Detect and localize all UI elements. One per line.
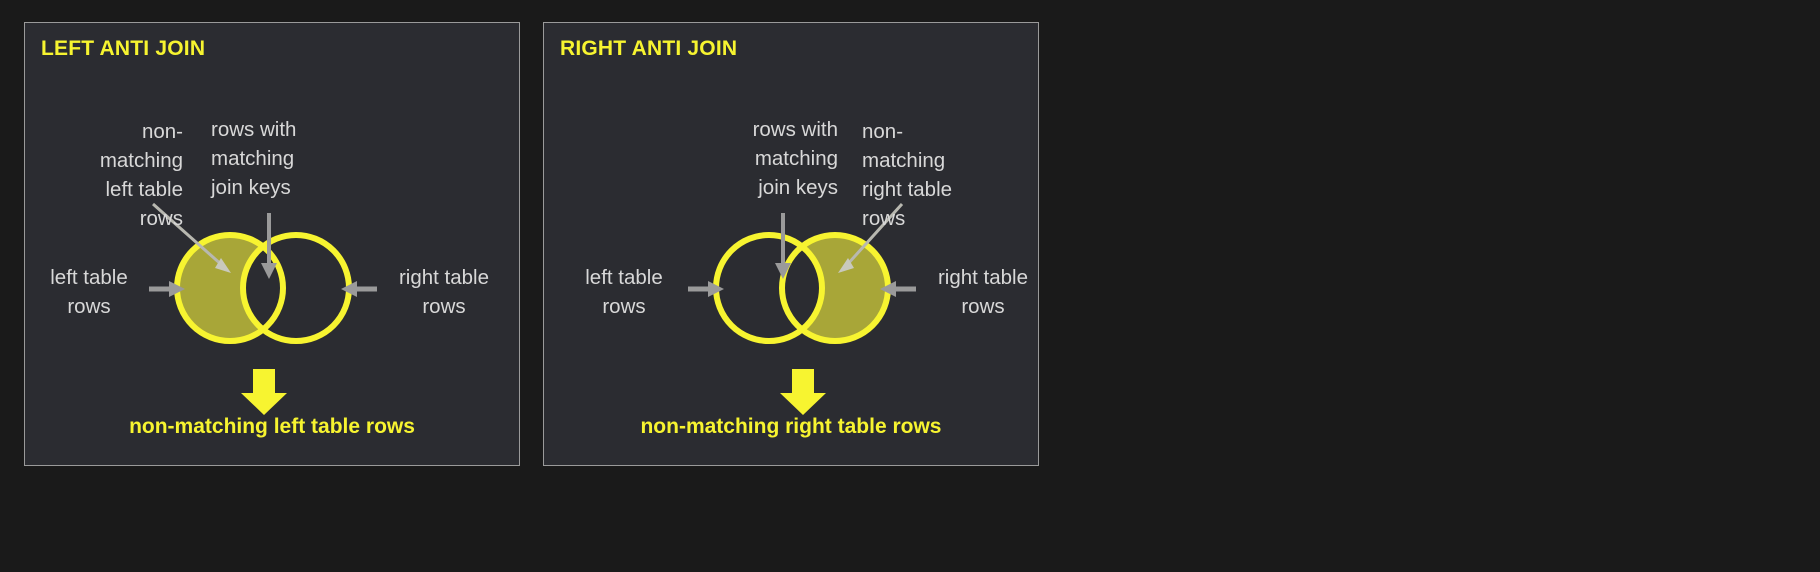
venn-diagram-right [544, 23, 1038, 465]
pointer-matching-join-keys [775, 213, 791, 279]
panel-right-anti-join: RIGHT ANTI JOIN [543, 22, 1039, 466]
annotation-matching-join-keys: rows with matching join keys [211, 118, 297, 200]
annotation-right-table-rows: right table rows [398, 266, 490, 319]
panel-left-anti-join: LEFT ANTI JOIN [24, 22, 520, 466]
annotation-right-table-rows: right table rows [937, 266, 1029, 319]
annotation-non-matching-left-rows: non- matching left table rows [99, 120, 183, 231]
annotation-matching-join-keys: rows with matching join keys [752, 118, 838, 200]
panel-caption: non-matching left table rows [129, 415, 415, 438]
panel-title: LEFT ANTI JOIN [41, 37, 206, 60]
annotation-left-table-rows: left table rows [585, 266, 663, 319]
pointer-right-table-rows [880, 281, 916, 297]
panel-caption: non-matching right table rows [640, 415, 942, 438]
pointer-left-table-rows [149, 281, 185, 297]
annotation-non-matching-right-rows: non- matching right table rows [862, 120, 953, 231]
pointer-left-table-rows [688, 281, 724, 297]
result-down-arrow [780, 369, 826, 415]
pointer-matching-join-keys [261, 213, 277, 279]
panel-title: RIGHT ANTI JOIN [560, 37, 738, 60]
venn-region-left-only [177, 235, 283, 341]
result-down-arrow [241, 369, 287, 415]
pointer-non-matching-left-rows [152, 202, 231, 273]
annotation-left-table-rows: left table rows [50, 266, 128, 319]
pointer-non-matching-right-rows [838, 202, 904, 273]
venn-diagram-left [25, 23, 519, 465]
venn-svg [688, 202, 916, 415]
venn-svg [149, 202, 377, 415]
pointer-right-table-rows [341, 281, 377, 297]
venn-region-right-only [782, 235, 888, 341]
